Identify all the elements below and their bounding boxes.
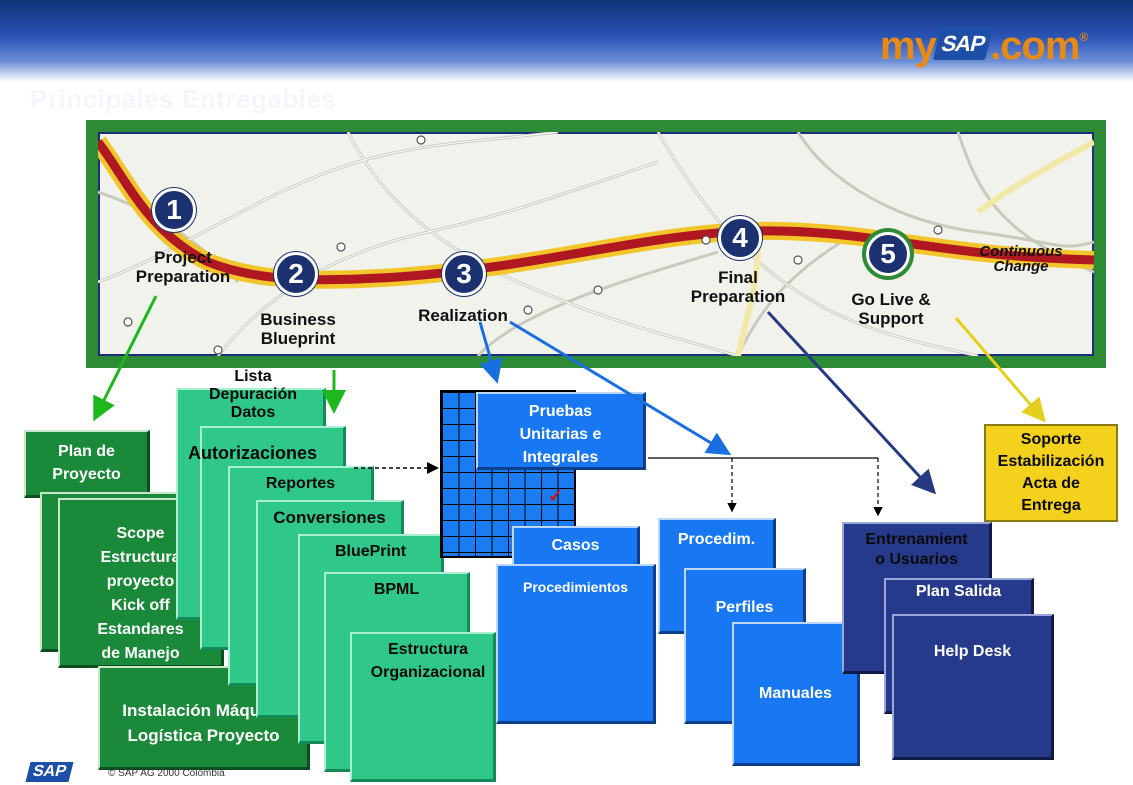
card-help-desk-label: Help Desk <box>933 643 1012 660</box>
logo-brand: SAP <box>932 28 994 60</box>
continuous-change-line1: Continuous <box>979 243 1063 260</box>
phase-1-label: Project Preparation <box>108 248 258 286</box>
phase-4-label-line1: Final <box>718 268 758 287</box>
continuous-change-line2: Change <box>993 258 1049 275</box>
phase-1-label-line1: Project <box>154 248 212 267</box>
card-conversiones-label: Conversiones <box>273 508 386 527</box>
copyright-text: © SAP AG 2000 Colombia <box>108 768 225 779</box>
phase-2-marker: 2 <box>274 252 318 296</box>
card-pruebas: Pruebas Unitarias e Integrales <box>476 392 646 470</box>
card-soporte-line4: Entrega <box>1021 497 1081 514</box>
card-scope-line6: de Manejo <box>101 645 180 662</box>
phase-2-label-line1: Business <box>260 310 336 329</box>
card-manuales: Manuales <box>732 622 860 766</box>
page-title: Principales Entregables <box>30 84 337 114</box>
card-casos-label: Casos <box>551 537 600 554</box>
card-procedimientos: Procedimientos <box>496 564 656 724</box>
card-soporte: Soporte Estabilización Acta de Entrega <box>984 424 1118 522</box>
logo-prefix: my <box>880 24 937 68</box>
phase-4-label: Final Preparation <box>668 268 808 306</box>
checkmark-icon: ✓ <box>548 486 564 506</box>
card-casos: Casos <box>512 526 640 568</box>
phase-1-label-line2: Preparation <box>135 267 231 286</box>
phase-4-label-line2: Preparation <box>690 287 786 306</box>
card-reportes-label: Reportes <box>265 475 336 492</box>
card-lista-text: Lista Depuración Datos <box>178 368 328 422</box>
card-soporte-line3: Acta de <box>1022 475 1080 492</box>
card-scope-line2: Estructura <box>100 549 181 566</box>
card-bpml-label: BPML <box>373 581 420 598</box>
phase-4-marker: 4 <box>718 216 762 260</box>
card-scope-line5: Estandares <box>97 621 184 638</box>
phase-3-label-line1: Realization <box>418 306 508 325</box>
card-soporte-line1: Soporte <box>1020 431 1082 448</box>
card-estructura-organizacional: Estructura Organizacional <box>350 632 496 782</box>
card-perfiles-label: Perfiles <box>715 599 774 616</box>
card-soporte-line2: Estabilización <box>997 453 1105 470</box>
card-install-line1: Instalación Máquina <box>122 701 285 720</box>
card-plan-salida-label: Plan Salida <box>915 583 1002 600</box>
card-pruebas-line2: Unitarias e <box>519 426 602 443</box>
card-scope-line1: Scope <box>116 525 165 542</box>
card-lista-line2: Depuración <box>208 386 297 403</box>
continuous-change-label: Continuous Change <box>966 244 1076 274</box>
card-procedimientos-label: Procedimientos <box>522 579 629 595</box>
phase-5-label-line1: Go Live & <box>851 290 931 309</box>
card-plan-proyecto: Plan de Proyecto <box>24 430 150 498</box>
card-scope-line3: proyecto <box>106 573 175 590</box>
card-procedim-label: Procedim. <box>677 531 756 548</box>
card-estructura-line2: Organizacional <box>370 664 486 681</box>
card-scope-line4: Kick off <box>111 597 170 614</box>
phase-5-label-line2: Support <box>858 309 924 328</box>
card-plan-line1: Plan de <box>58 443 115 460</box>
card-plan-line2: Proyecto <box>52 466 121 483</box>
card-blueprint-label: BluePrint <box>334 543 407 560</box>
card-pruebas-line3: Integrales <box>522 449 599 466</box>
card-estructura-text: Estructura Organizacional <box>348 638 508 684</box>
logo-registered-mark: ® <box>1079 30 1088 44</box>
card-lista-line3: Datos <box>230 404 276 421</box>
card-autorizaciones-label: Autorizaciones <box>188 443 318 463</box>
phase-2-label: Business Blueprint <box>228 310 368 348</box>
card-help-desk: Help Desk <box>892 614 1054 760</box>
sap-footer-logo: SAP <box>25 762 74 782</box>
card-manuales-label: Manuales <box>759 685 832 702</box>
card-install-line2: Logística Proyecto <box>127 726 280 745</box>
phase-1-marker: 1 <box>152 188 196 232</box>
roadmap-panel: 1 Project Preparation 2 Business Bluepri… <box>86 120 1106 368</box>
phase-3-label: Realization <box>398 306 528 325</box>
card-estructura-line1: Estructura <box>387 641 469 658</box>
phase-2-label-line2: Blueprint <box>260 329 336 348</box>
card-lista-line1: Lista <box>234 368 272 385</box>
phase-3-marker: 3 <box>442 252 486 296</box>
card-entrenamiento-line2: o Usuarios <box>875 551 958 568</box>
logo-suffix: .com <box>990 24 1080 68</box>
phase-5-label: Go Live & Support <box>826 290 956 328</box>
roadmap-map-background <box>98 132 1094 356</box>
phase-5-marker: 5 <box>866 232 910 276</box>
card-pruebas-line1: Pruebas <box>528 403 593 420</box>
card-entrenamiento-line1: Entrenamient <box>865 531 968 548</box>
